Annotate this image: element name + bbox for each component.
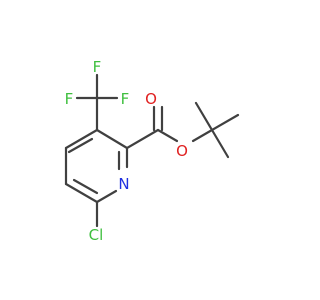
atom-f-left: F <box>65 90 74 108</box>
bond-ring-c5-c6-inner <box>72 178 99 195</box>
bond-ring-c5-c6 <box>64 182 99 204</box>
atom-o-ester: O <box>176 142 188 160</box>
bond-ring-c6-n <box>95 189 118 204</box>
bond-ring-c2-c3 <box>95 128 129 150</box>
molecule-svg: F F F O O N Cl <box>64 58 240 244</box>
structure-diagram: F F F O O N Cl <box>64 58 240 244</box>
atom-o-carbonyl: O <box>145 90 157 108</box>
bond-tbu-methyl-bottom <box>210 128 230 159</box>
bond-tbu-methyl-top <box>194 101 214 132</box>
bond-ring-c3-c4-inner <box>67 137 94 154</box>
bond-ring-c3-c4 <box>64 128 99 150</box>
bond-carbonyl-c-to-o-ester <box>156 128 179 143</box>
atom-n-ring: N <box>118 175 129 193</box>
bond-o-ester-to-tbu-c <box>191 128 214 143</box>
atom-f-right: F <box>121 90 130 108</box>
atom-f-top: F <box>93 58 102 76</box>
bond-tbu-methyl-right <box>210 113 240 132</box>
atom-cl: Cl <box>89 226 104 244</box>
bond-c2-carbonyl-c <box>125 128 160 150</box>
